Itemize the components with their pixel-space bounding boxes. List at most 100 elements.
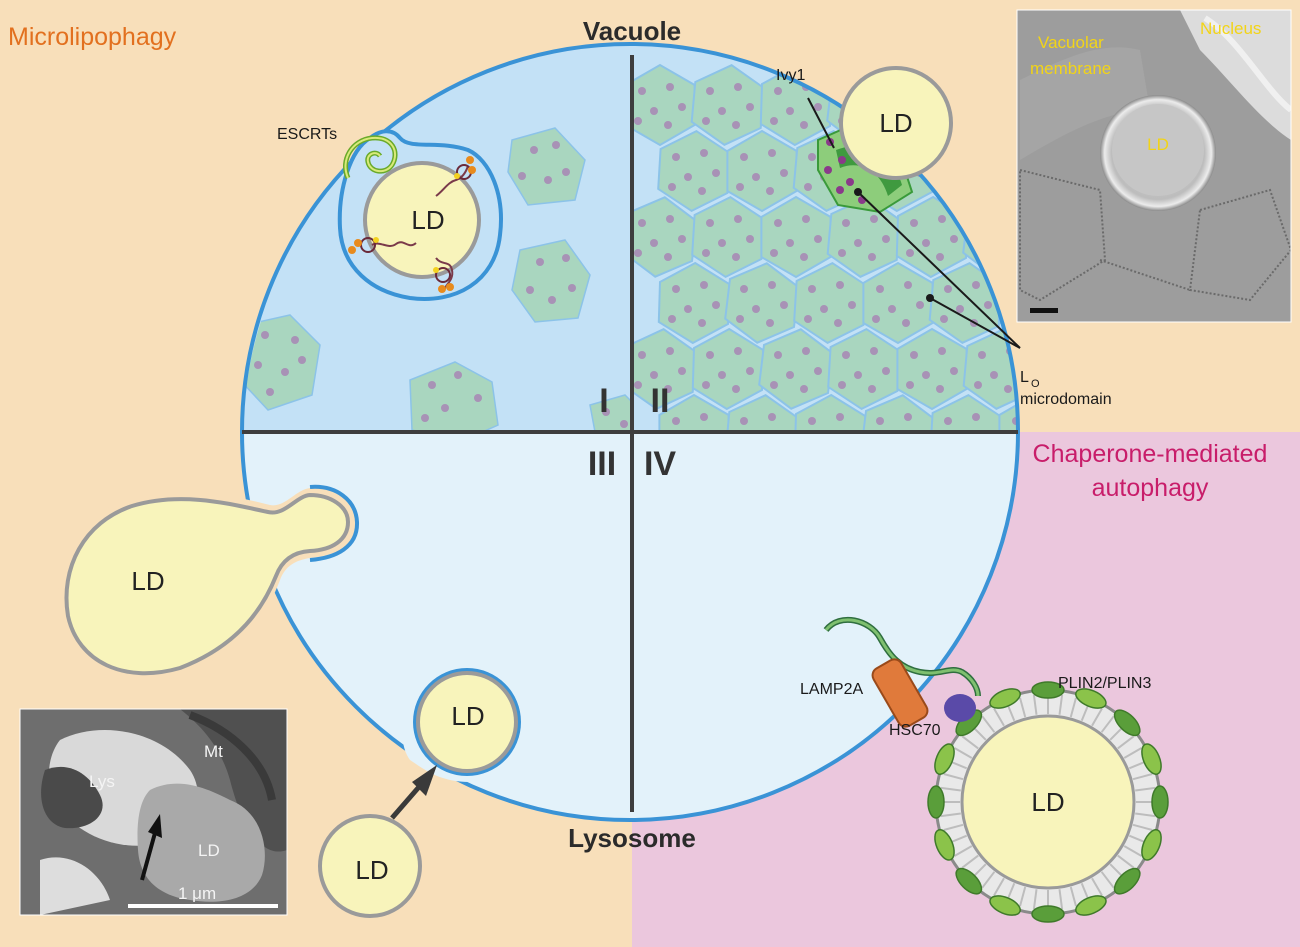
lo-domain-dot [768, 281, 776, 289]
lo-domain-dot [868, 253, 876, 261]
lo-domain-dot [634, 117, 642, 125]
lo-domain-dot [814, 103, 822, 111]
em-scale-label: 1 μm [178, 884, 216, 903]
lo-domain-dot [666, 215, 674, 223]
lo-domain-dot [978, 351, 986, 359]
lo-domain-dot [804, 315, 812, 323]
lo-domain-dot [746, 103, 754, 111]
plin-protein [1141, 829, 1162, 861]
lipid-monolayer-tick [1091, 877, 1103, 897]
lo-domain-dot [664, 253, 672, 261]
cma-complex [823, 617, 1169, 923]
lo-domain-dot [650, 371, 658, 379]
lo-domain-dot [668, 315, 676, 323]
lo-domain-dot [736, 315, 744, 323]
plin-protein [1141, 743, 1162, 775]
lipid-monolayer-tick [1100, 871, 1115, 889]
lo-domain-dot [752, 173, 760, 181]
lo-domain-dot [678, 103, 686, 111]
lo-domain-dot [732, 121, 740, 129]
lo-domain-dot [740, 417, 748, 425]
ld-droplet-q2 [839, 66, 953, 180]
lo-domain-dot [768, 149, 776, 157]
lo-domain-dot [910, 351, 918, 359]
lipid-monolayer-tick [1132, 823, 1153, 831]
lo-domain-dot [936, 253, 944, 261]
lo-domain-dot [740, 285, 748, 293]
lo-domain-dot [904, 413, 912, 421]
lo-domain-dot [684, 305, 692, 313]
lo-domain-dot [634, 381, 642, 389]
lo-domain-dot [984, 301, 992, 309]
lo-domain-dot [944, 417, 952, 425]
lo-domain-dot [842, 351, 850, 359]
lo-domain-dot [768, 413, 776, 421]
lo-domain-dot [802, 347, 810, 355]
escrt-invagination [337, 129, 503, 301]
lo-domain-dot [950, 235, 958, 243]
lipid-monolayer-tick [981, 871, 996, 889]
lo-domain-dot [950, 367, 958, 375]
lo-label-subscript: O [1031, 378, 1040, 390]
lipid-monolayer-tick [953, 747, 973, 759]
lo-domain-dot [808, 417, 816, 425]
ld-budding [57, 484, 360, 683]
lo-domain-dot [678, 367, 686, 375]
lo-domain-dot [770, 117, 778, 125]
lo-domain-dot [838, 249, 846, 257]
lo-domain-dot [786, 107, 794, 115]
lo-domain-dot [712, 301, 720, 309]
lo-domain-dot [820, 305, 828, 313]
lo-domain-dot [718, 239, 726, 247]
lo-domain-dot [842, 219, 850, 227]
lo-domain-dot [684, 173, 692, 181]
escrts-label: ESCRTs [277, 126, 337, 143]
lo-domain-dot [854, 239, 862, 247]
lo-domain-hexagon [962, 328, 1018, 410]
lo-domain-dot [836, 281, 844, 289]
plin-protein [934, 743, 955, 775]
ld-label-cma: LD [1031, 787, 1064, 817]
lo-domain-dot [736, 183, 744, 191]
lo-domain-dot [854, 371, 862, 379]
ld-label-q3: LD [451, 701, 484, 731]
lipid-monolayer-tick [1117, 735, 1135, 750]
lipid-monolayer-tick [961, 735, 979, 750]
lo-domain-dot [752, 305, 760, 313]
lo-domain-dot [974, 381, 982, 389]
lo-domain-dot [870, 215, 878, 223]
em-mt-label: Mt [204, 742, 223, 761]
lo-domain-dot [882, 367, 890, 375]
lo-domain-dot [706, 87, 714, 95]
lo-domain-dot [902, 319, 910, 327]
lo-domain-dot [702, 381, 710, 389]
plin-protein [1031, 681, 1065, 699]
lo-domain-dot [706, 351, 714, 359]
lo-domain-dot [702, 249, 710, 257]
lipid-monolayer-tick [961, 854, 979, 869]
lipid-monolayer-tick [1117, 854, 1135, 869]
lipid-monolayer-tick [1069, 697, 1077, 718]
lo-domain-dot [650, 107, 658, 115]
lo-domain-dot [786, 371, 794, 379]
quadrant-label-2: II [651, 382, 670, 420]
plin-protein [1151, 785, 1169, 819]
lo-domain-dot [770, 381, 778, 389]
lo-domain-dot [718, 371, 726, 379]
lo-domain-dot [956, 305, 964, 313]
lo-domain-dot [972, 281, 980, 289]
lo-domain-dot [746, 235, 754, 243]
lo-domain-dot [780, 169, 788, 177]
lo-domain-dot [718, 107, 726, 115]
lo-domain-dot [836, 413, 844, 421]
lipid-monolayer-tick [953, 845, 973, 857]
lo-domain-dot [1004, 385, 1012, 393]
section-title-microlipophagy: Microlipophagy [8, 23, 177, 51]
lipid-monolayer-tick [943, 823, 964, 831]
lo-domain-dot [938, 215, 946, 223]
lo-domain-dot [910, 219, 918, 227]
section-title-cma-line1: Chaperone-mediated [1033, 440, 1268, 468]
plin-protein [1113, 709, 1141, 737]
lipid-monolayer-tick [981, 715, 996, 733]
